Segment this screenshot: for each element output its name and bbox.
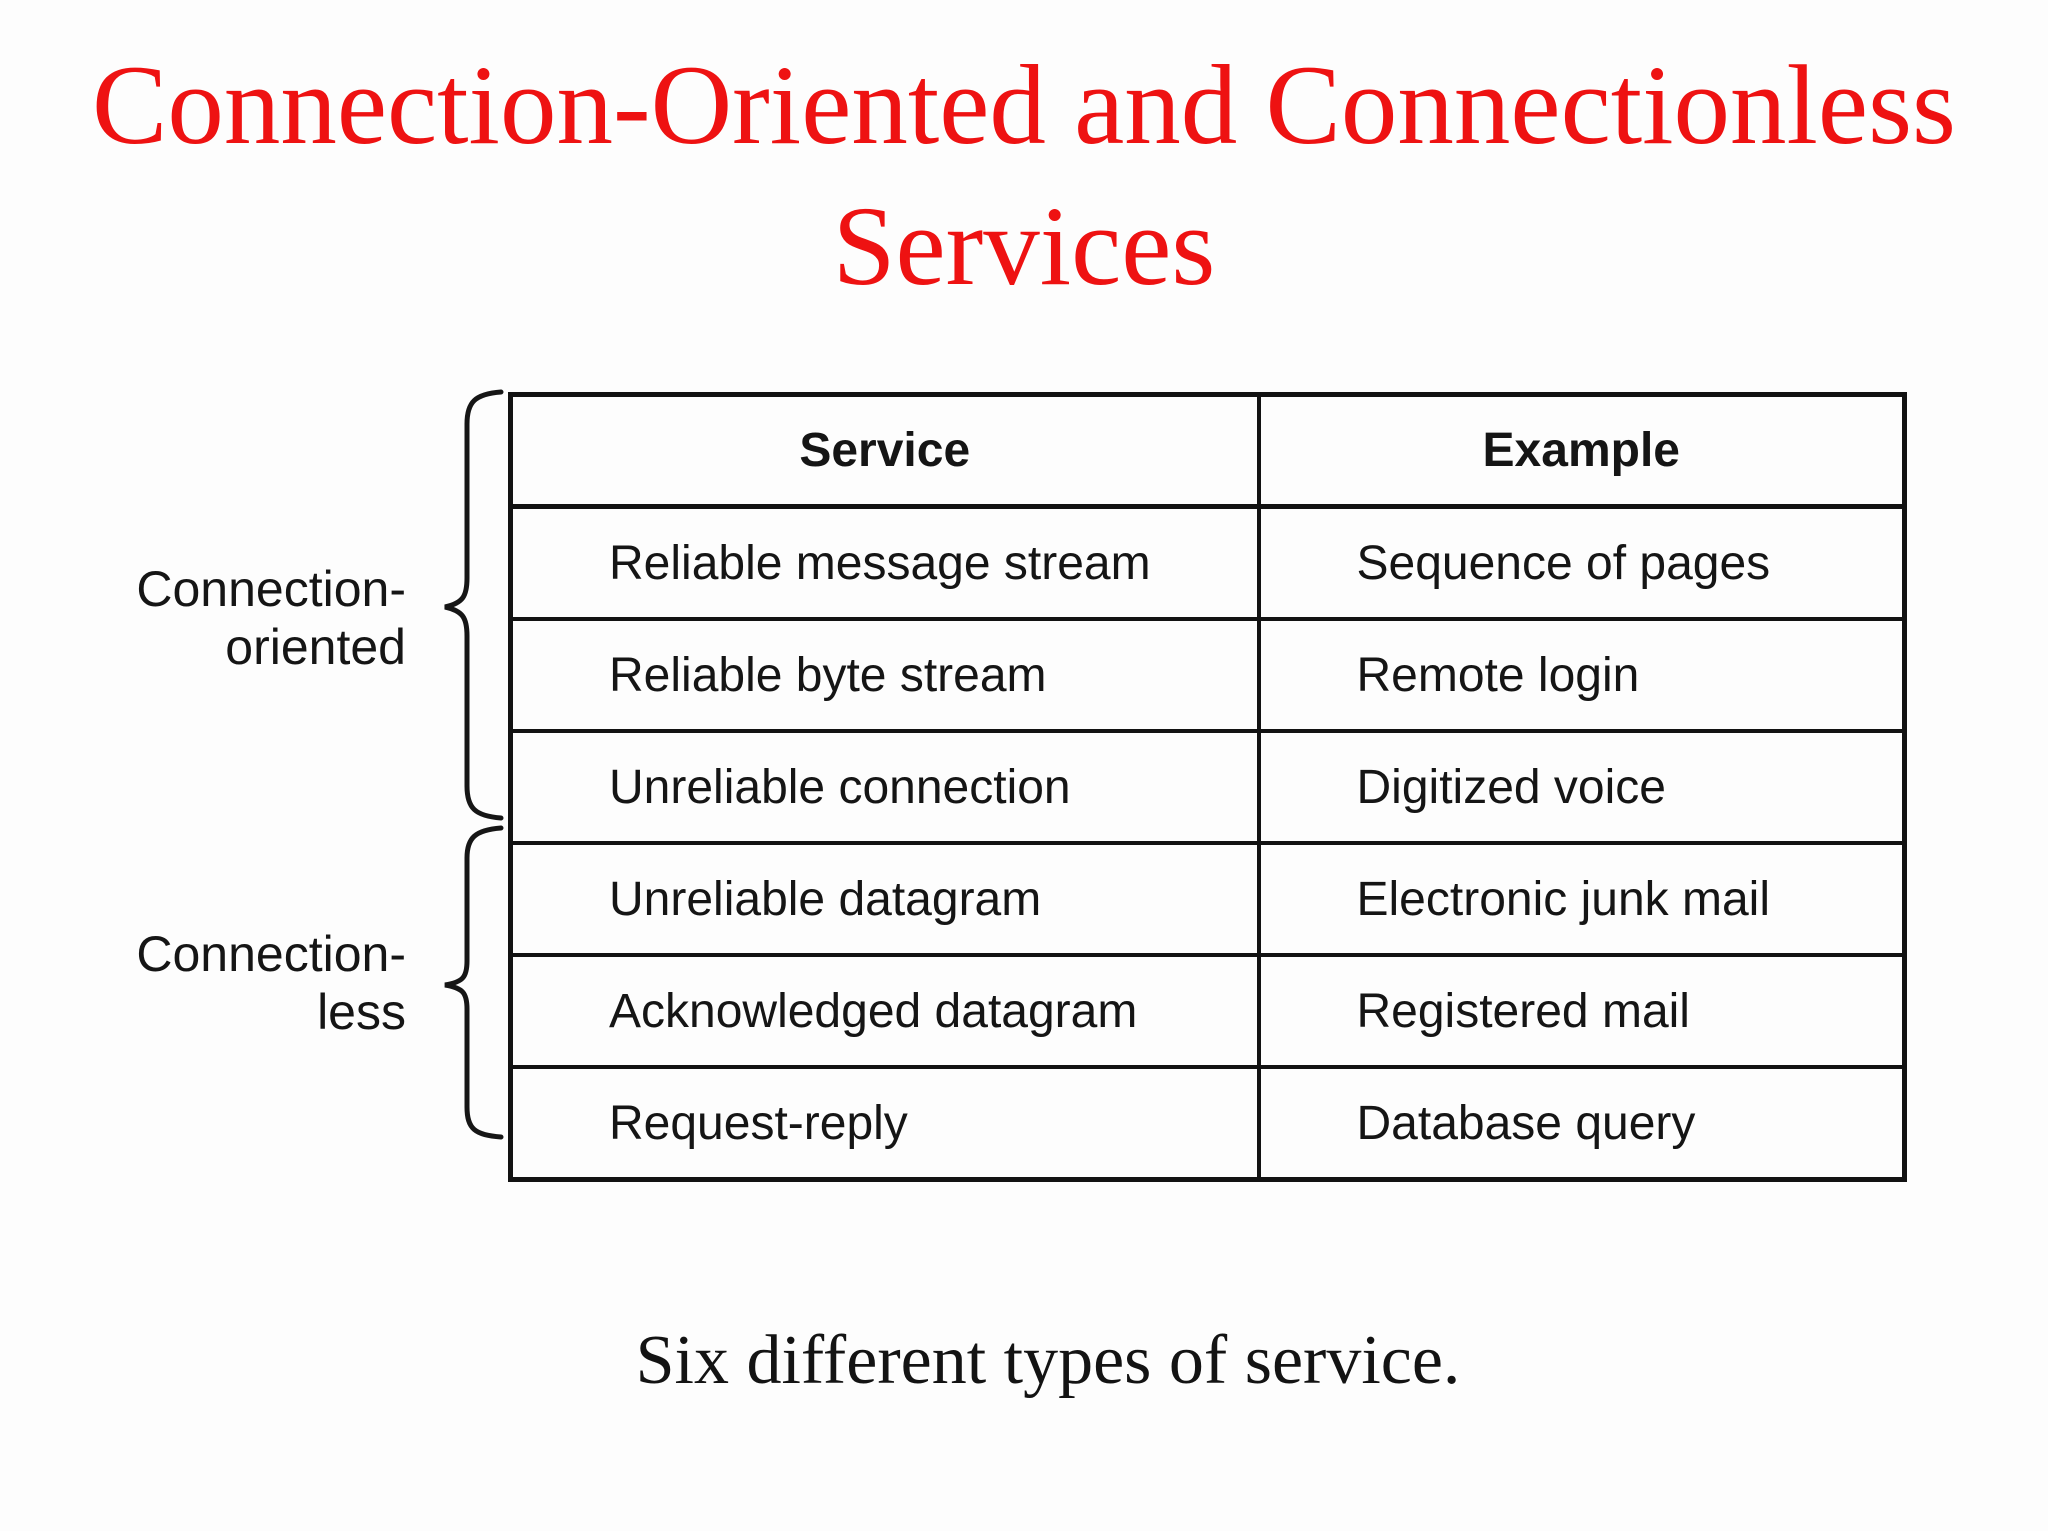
example-cell: Sequence of pages <box>1256 504 1907 621</box>
service-cell: Unreliable datagram <box>508 841 1261 957</box>
connection-oriented-label-line-1: Connection- <box>136 561 406 617</box>
connectionless-label: Connection- less <box>136 925 406 1041</box>
example-cell: Remote login <box>1256 617 1907 733</box>
services-table: Service Example Reliable message stream … <box>508 392 1907 1182</box>
table-row: Reliable byte stream Remote login <box>508 617 1907 733</box>
figure-caption: Six different types of service. <box>635 1322 1461 1399</box>
title-line-1: Connection-Oriented and Connectionless <box>91 43 1957 168</box>
curly-brace-connection-oriented-icon <box>444 389 504 821</box>
table-row: Acknowledged datagram Registered mail <box>508 953 1907 1069</box>
example-cell: Digitized voice <box>1256 729 1907 845</box>
service-cell: Unreliable connection <box>508 729 1261 845</box>
table-row: Unreliable connection Digitized voice <box>508 729 1907 845</box>
service-cell: Reliable message stream <box>508 504 1261 621</box>
title-line-2: Services <box>832 184 1216 310</box>
example-cell: Electronic junk mail <box>1256 841 1907 957</box>
table-row: Request-reply Database query <box>508 1065 1907 1182</box>
connection-oriented-label-line-2: oriented <box>225 619 406 675</box>
service-column-header: Service <box>508 392 1261 509</box>
service-cell: Request-reply <box>508 1065 1261 1182</box>
connection-oriented-label: Connection- oriented <box>136 560 406 676</box>
table-row: Reliable message stream Sequence of page… <box>508 504 1907 621</box>
connectionless-label-line-1: Connection- <box>136 926 406 982</box>
table-row: Unreliable datagram Electronic junk mail <box>508 841 1907 957</box>
connectionless-label-line-2: less <box>317 984 406 1040</box>
example-column-header: Example <box>1256 392 1907 509</box>
example-cell: Database query <box>1256 1065 1907 1182</box>
example-cell: Registered mail <box>1256 953 1907 1069</box>
service-cell: Acknowledged datagram <box>508 953 1261 1069</box>
service-cell: Reliable byte stream <box>508 617 1261 733</box>
table-header-row: Service Example <box>508 392 1907 509</box>
curly-brace-connectionless-icon <box>444 825 504 1140</box>
